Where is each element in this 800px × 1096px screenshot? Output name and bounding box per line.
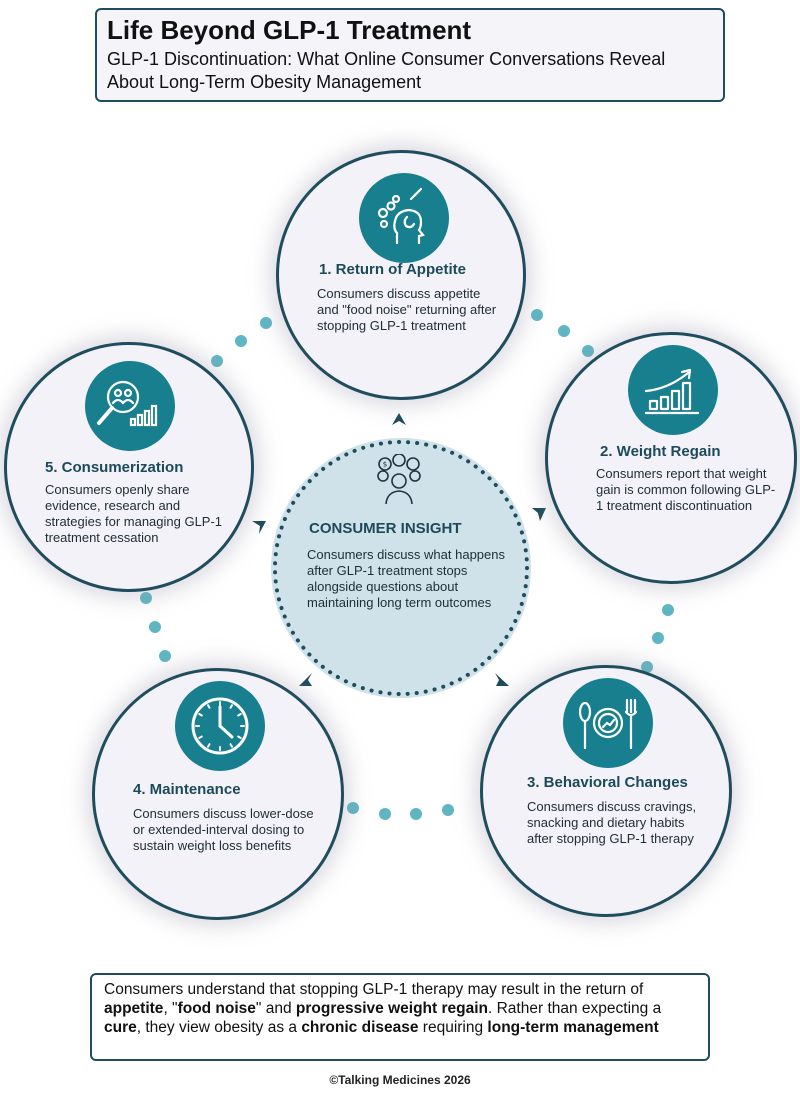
stage-description: Consumers discuss cravings, snacking and… — [527, 799, 697, 846]
stage-circle-return-of-appetite: 1. Return of Appetite Consumers discuss … — [276, 150, 526, 400]
center-insight-circle: $ CONSUMER INSIGHT Consumers discuss wha… — [271, 438, 531, 698]
svg-text:$: $ — [383, 461, 387, 469]
rising-bar-chart-icon — [628, 345, 718, 435]
summary-bold: cure — [104, 1019, 137, 1036]
stage-description: Consumers report that weight gain is com… — [596, 466, 776, 513]
summary-text: " and — [255, 1000, 296, 1017]
clock-icon — [175, 681, 265, 771]
summary-text: , they view obesity as a — [136, 1019, 302, 1036]
center-dotted-ring — [273, 440, 529, 696]
stage-title: 2. Weight Regain — [600, 443, 721, 460]
summary-bold: chronic disease — [301, 1019, 419, 1036]
stage-circle-maintenance: 4. Maintenance Consumers discuss lower-d… — [92, 668, 344, 920]
stage-title: 3. Behavioral Changes — [527, 774, 688, 791]
stage-title: 1. Return of Appetite — [319, 261, 466, 278]
page-subtitle: GLP-1 Discontinuation: What Online Consu… — [107, 49, 666, 92]
summary-bold: food noise — [177, 1000, 256, 1017]
head-thoughts-icon — [359, 173, 449, 263]
center-description: Consumers discuss what happens after GLP… — [307, 547, 505, 610]
stage-title: 4. Maintenance — [133, 781, 241, 798]
summary-bold: long-term management — [487, 1019, 659, 1036]
page-title: Life Beyond GLP-1 Treatment — [107, 15, 472, 45]
title-box: Life Beyond GLP-1 Treatment GLP-1 Discon… — [95, 8, 725, 102]
summary-bold: appetite — [104, 1000, 164, 1017]
stage-circle-behavioral-changes: 3. Behavioral Changes Consumers discuss … — [480, 665, 732, 917]
stage-description: Consumers discuss lower-dose or extended… — [133, 806, 314, 853]
stage-title: 5. Consumerization — [45, 459, 184, 476]
stage-circle-weight-regain: 2. Weight Regain Consumers report that w… — [545, 332, 797, 584]
summary-bold: progressive weight regain — [295, 1000, 488, 1017]
summary-text: . Rather than expecting a — [488, 1000, 662, 1017]
plate-cutlery-icon — [563, 678, 653, 768]
stage-circle-consumerization: 5. Consumerization Consumers openly shar… — [4, 342, 254, 592]
center-title: CONSUMER INSIGHT — [309, 520, 462, 537]
copyright-footer: ©Talking Medicines 2026 — [329, 1073, 471, 1087]
person-with-thoughts-icon: $ — [371, 453, 427, 510]
stage-description: Consumers discuss appetite and "food noi… — [317, 286, 497, 333]
stage-description: Consumers openly share evidence, researc… — [45, 482, 223, 545]
summary-box: Consumers understand that stopping GLP-1… — [90, 973, 710, 1061]
summary-text: , " — [163, 1000, 178, 1017]
summary-text: requiring — [418, 1019, 488, 1036]
summary-text: Consumers understand that stopping GLP-1… — [104, 981, 644, 998]
magnifier-people-chart-icon — [85, 361, 175, 451]
